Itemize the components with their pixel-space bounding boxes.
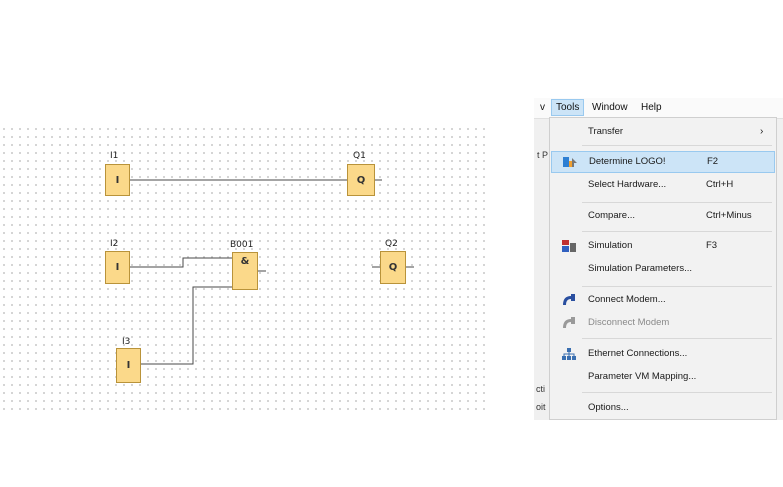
- menu-item-simulation[interactable]: Simulation F3: [551, 236, 775, 256]
- block-label-i2: I2: [110, 239, 119, 249]
- menu-separator: [582, 145, 772, 146]
- menu-separator: [582, 231, 772, 232]
- and-block-b001[interactable]: &: [232, 252, 258, 290]
- wire-i2-b001: [130, 257, 232, 268]
- menu-item-connect-modem[interactable]: Connect Modem...: [551, 290, 775, 310]
- background-text-fragment: oit: [536, 402, 546, 412]
- menu-item-label: Disconnect Modem: [588, 317, 670, 328]
- menu-item-shortcut: F3: [706, 240, 718, 251]
- block-symbol: Q: [388, 262, 398, 273]
- menu-bar: v Tools Window Help: [534, 98, 783, 119]
- menu-item-label: Options...: [588, 402, 629, 413]
- block-symbol: I: [115, 174, 120, 186]
- menu-separator: [582, 202, 772, 203]
- block-label-q1: Q1: [353, 151, 366, 161]
- input-block-i2[interactable]: I: [105, 251, 130, 284]
- menu-item-label: Compare...: [588, 210, 635, 221]
- menu-item-shortcut: F2: [707, 156, 719, 167]
- ethernet-connections-icon: [562, 348, 576, 360]
- menu-item-transfer[interactable]: Transfer ›: [551, 122, 775, 142]
- menu-item-label: Ethernet Connections...: [588, 348, 688, 359]
- menu-separator: [582, 286, 772, 287]
- menu-tools[interactable]: Tools: [551, 99, 585, 116]
- menu-view-fragment[interactable]: v: [540, 102, 545, 113]
- background-text-fragment: t P: [537, 150, 549, 160]
- menu-item-options[interactable]: Options...: [551, 398, 775, 418]
- menu-item-label: Select Hardware...: [588, 179, 667, 190]
- input-block-i1[interactable]: I: [105, 164, 130, 196]
- input-block-i3[interactable]: I: [116, 348, 141, 383]
- menu-item-label: Parameter VM Mapping...: [588, 371, 697, 382]
- disconnect-modem-icon: [563, 317, 575, 328]
- menu-item-select-hardware[interactable]: Select Hardware... Ctrl+H: [551, 175, 775, 195]
- block-symbol: I: [126, 360, 131, 371]
- menu-help[interactable]: Help: [641, 102, 662, 113]
- block-symbol: Q: [356, 174, 366, 186]
- block-symbol: &: [240, 256, 250, 267]
- menu-item-label: Simulation: [588, 240, 633, 251]
- block-label-q2: Q2: [385, 239, 398, 249]
- determine-logo-icon: [563, 157, 577, 167]
- menu-item-simulation-parameters[interactable]: Simulation Parameters...: [551, 259, 775, 279]
- submenu-arrow-icon: ›: [760, 126, 764, 137]
- menu-item-label: Connect Modem...: [588, 294, 666, 305]
- background-text-fragment: cti: [536, 384, 545, 394]
- menu-item-label: Simulation Parameters...: [588, 263, 693, 274]
- menu-item-shortcut: Ctrl+Minus: [706, 210, 752, 221]
- menu-item-label: Transfer: [588, 126, 624, 137]
- tools-menu-dropdown: Transfer › Determine LOGO! F2 Select Har…: [549, 117, 777, 420]
- menu-item-ethernet-connections[interactable]: Ethernet Connections...: [551, 344, 775, 364]
- simulation-icon: [562, 240, 576, 252]
- block-label-b001: B001: [230, 240, 254, 250]
- block-label-i3: I3: [122, 337, 131, 347]
- menu-item-disconnect-modem[interactable]: Disconnect Modem: [551, 313, 775, 333]
- wire-i3-b001: [141, 286, 232, 365]
- menu-item-shortcut: Ctrl+H: [706, 179, 734, 190]
- menu-separator: [582, 338, 772, 339]
- block-symbol: I: [115, 262, 120, 273]
- menu-item-compare[interactable]: Compare... Ctrl+Minus: [551, 206, 775, 226]
- connect-modem-icon: [563, 294, 575, 305]
- menu-item-parameter-vm-mapping[interactable]: Parameter VM Mapping...: [551, 367, 775, 387]
- menu-separator: [582, 392, 772, 393]
- menu-item-label: Determine LOGO!: [589, 156, 666, 167]
- output-block-q2[interactable]: Q: [380, 251, 406, 284]
- output-block-q1[interactable]: Q: [347, 164, 375, 196]
- menu-item-determine-logo[interactable]: Determine LOGO! F2: [551, 151, 775, 173]
- block-label-i1: I1: [110, 151, 119, 161]
- menu-window[interactable]: Window: [592, 102, 628, 113]
